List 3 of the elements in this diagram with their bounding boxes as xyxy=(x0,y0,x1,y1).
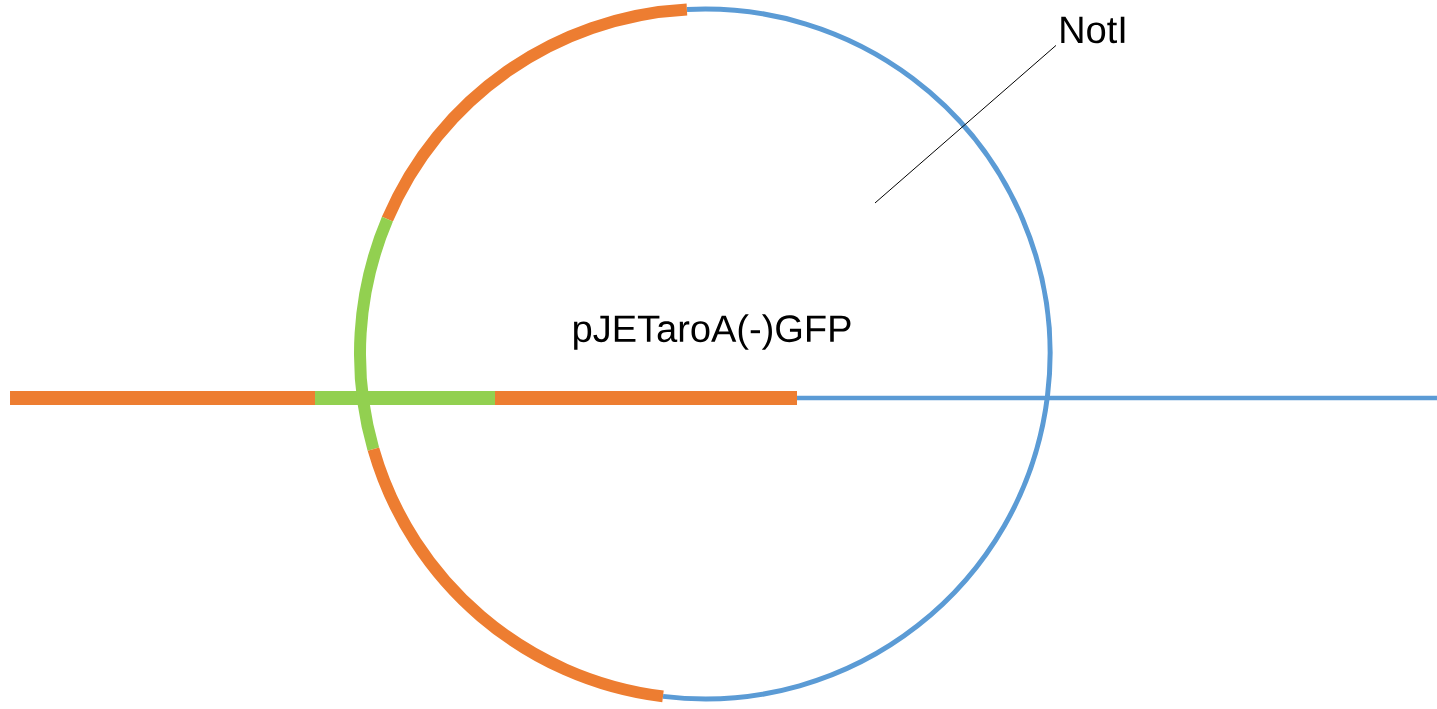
leader-line xyxy=(874,44,1057,204)
plasmid-name: pJETaroA(-)GFP xyxy=(574,314,851,350)
site-label: NotI xyxy=(1061,16,1125,44)
